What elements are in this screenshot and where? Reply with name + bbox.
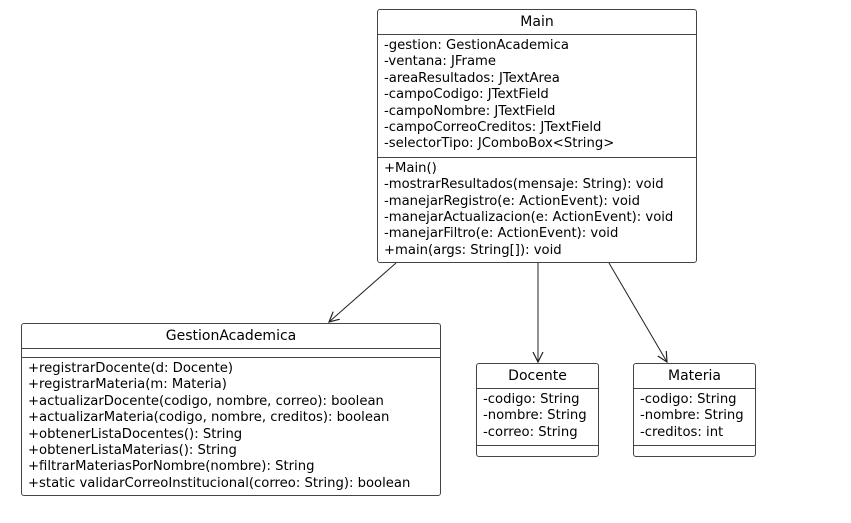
method: +filtrarMateriasPorNombre(nombre): Strin… xyxy=(28,459,315,475)
attribute: -codigo: String xyxy=(483,392,580,407)
attribute: -nombre: String xyxy=(483,408,587,424)
attribute: -nombre: String xyxy=(640,408,744,424)
attribute: -areaResultados: JTextArea xyxy=(384,70,560,86)
class-main: Main -gestion: GestionAcademica -ventana… xyxy=(377,9,697,263)
attribute: -campoNombre: JTextField xyxy=(384,103,556,119)
class-main-attributes: -gestion: GestionAcademica -ventana: JFr… xyxy=(378,34,696,157)
class-gestionacademica-name: GestionAcademica xyxy=(165,328,297,344)
arrow-main-to-gestionacademica xyxy=(329,262,397,322)
method: -manejarFiltro(e: ActionEvent): void xyxy=(384,226,619,242)
class-main-methods: +Main() -mostrarResultados(mensaje: Stri… xyxy=(378,156,696,263)
method: +actualizarDocente(codigo, nombre, corre… xyxy=(28,393,384,409)
class-docente-name: Docente xyxy=(508,368,567,384)
class-gestionacademica-methods: +registrarDocente(d: Docente) +registrar… xyxy=(22,357,440,496)
method: -manejarActualizacion(e: ActionEvent): v… xyxy=(384,210,674,226)
method: +registrarDocente(d: Docente) xyxy=(28,361,234,376)
method: +static validarCorreoInstitucional(corre… xyxy=(28,475,411,491)
attribute: -correo: String xyxy=(483,424,578,440)
attribute: -ventana: JFrame xyxy=(384,54,496,70)
class-gestionacademica: GestionAcademica +registrarDocente(d: Do… xyxy=(21,323,441,496)
arrow-main-to-materia xyxy=(608,262,667,362)
attribute: -gestion: GestionAcademica xyxy=(384,38,569,53)
class-materia-methods xyxy=(634,445,755,454)
class-materia: Materia -codigo: String -nombre: String … xyxy=(633,363,756,457)
method: -manejarRegistro(e: ActionEvent): void xyxy=(384,193,640,209)
class-gestionacademica-attributes xyxy=(22,348,440,357)
class-docente: Docente -codigo: String -nombre: String … xyxy=(476,363,599,457)
attribute: -selectorTipo: JComboBox<String> xyxy=(384,136,615,152)
method: +obtenerListaDocentes(): String xyxy=(28,426,243,442)
attribute: -creditos: int xyxy=(640,424,724,440)
attribute: -campoCorreoCreditos: JTextField xyxy=(384,120,602,136)
class-main-name: Main xyxy=(520,14,554,30)
attribute: -codigo: String xyxy=(640,392,737,407)
method: +Main() xyxy=(384,160,437,176)
class-materia-name: Materia xyxy=(668,368,721,384)
class-docente-methods xyxy=(477,445,598,454)
class-docente-attributes: -codigo: String -nombre: String -correo:… xyxy=(477,388,598,445)
class-materia-attributes: -codigo: String -nombre: String -credito… xyxy=(634,388,755,445)
method: -mostrarResultados(mensaje: String): voi… xyxy=(384,177,664,193)
method: +registrarMateria(m: Materia) xyxy=(28,377,227,393)
method: +obtenerListaMaterias(): String xyxy=(28,443,237,459)
attribute: -campoCodigo: JTextField xyxy=(384,87,549,103)
method: +main(args: String[]): void xyxy=(384,242,562,258)
method: +actualizarMateria(codigo, nombre, credi… xyxy=(28,410,390,426)
